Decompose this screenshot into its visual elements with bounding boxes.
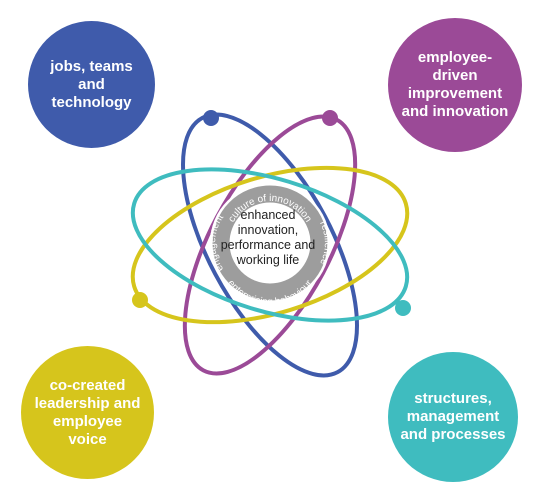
orbit-dot-blue — [203, 110, 219, 126]
orbit-dot-yellow — [132, 292, 148, 308]
orbit-yellow — [130, 165, 410, 325]
center-label: enhanced innovation, performance and wor… — [220, 208, 316, 267]
circle-co-created-leadership: co-created leadership and employee voice — [21, 346, 154, 479]
orbit-teal — [130, 167, 410, 323]
orbit-dot-teal — [395, 300, 411, 316]
circle-label-top-left: jobs, teams and technology — [50, 57, 133, 111]
circle-label-top-right: employee-driven improvement and innovati… — [401, 49, 509, 120]
center-ring — [212, 185, 328, 301]
circle-jobs-teams-technology: jobs, teams and technology — [28, 21, 155, 148]
circle-label-bottom-left: co-created leadership and employee voice — [34, 376, 141, 448]
circle-structures-management: structures, management and processes — [388, 352, 518, 482]
orbit-blue — [181, 112, 359, 378]
circle-label-bottom-right: structures, management and processes — [400, 390, 506, 443]
orbit-dot-purple — [322, 110, 338, 126]
circle-employee-driven-improvement: employee-driven improvement and innovati… — [388, 18, 522, 152]
